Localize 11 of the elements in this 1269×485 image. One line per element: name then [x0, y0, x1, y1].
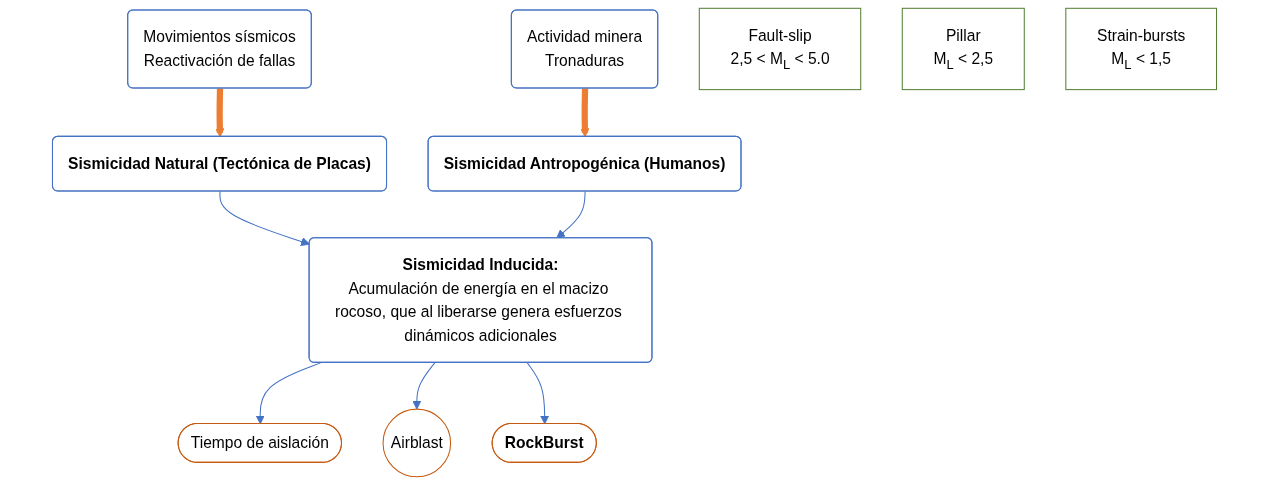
arrow	[412, 362, 436, 410]
arrow	[255, 362, 322, 425]
node-box: Strain-bursts M$_{L}$ < 1,5	[1065, 7, 1218, 91]
arrow	[215, 88, 225, 138]
node-box: Fault-slip 2,5 < M$_{L}$ < 5.0	[698, 7, 862, 91]
arrow	[219, 190, 311, 246]
node-circle: Airblast	[382, 408, 452, 478]
arrow	[526, 362, 550, 425]
node-box: Pillar M$_{L}$ < 2,5	[901, 7, 1025, 91]
arrow	[556, 190, 586, 239]
arrow	[580, 88, 590, 138]
